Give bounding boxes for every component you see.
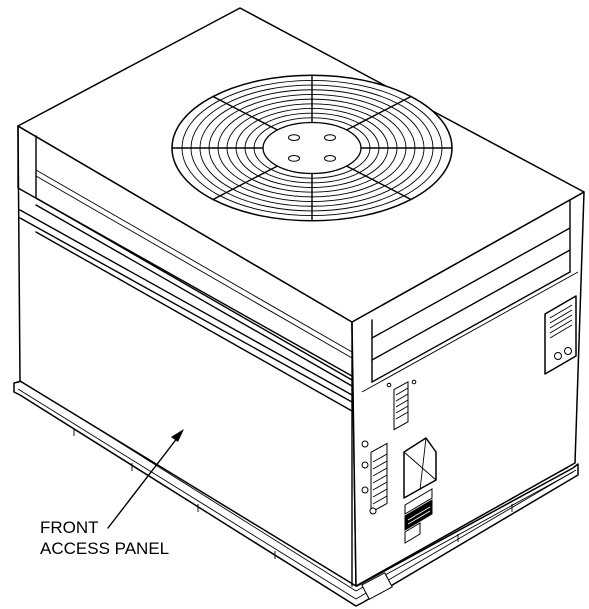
callout-line-1: FRONT bbox=[40, 518, 99, 537]
side-louvers bbox=[362, 380, 416, 514]
front-access-panel-label: FRONT ACCESS PANEL bbox=[40, 517, 169, 559]
control-box bbox=[545, 296, 576, 374]
service-access-plate bbox=[404, 438, 436, 543]
callout-line-2: ACCESS PANEL bbox=[40, 539, 170, 558]
front-upper-band bbox=[18, 126, 352, 586]
fan-grille bbox=[172, 75, 452, 221]
side-upper-band bbox=[362, 200, 578, 392]
callout-leader-arrow bbox=[108, 429, 184, 528]
